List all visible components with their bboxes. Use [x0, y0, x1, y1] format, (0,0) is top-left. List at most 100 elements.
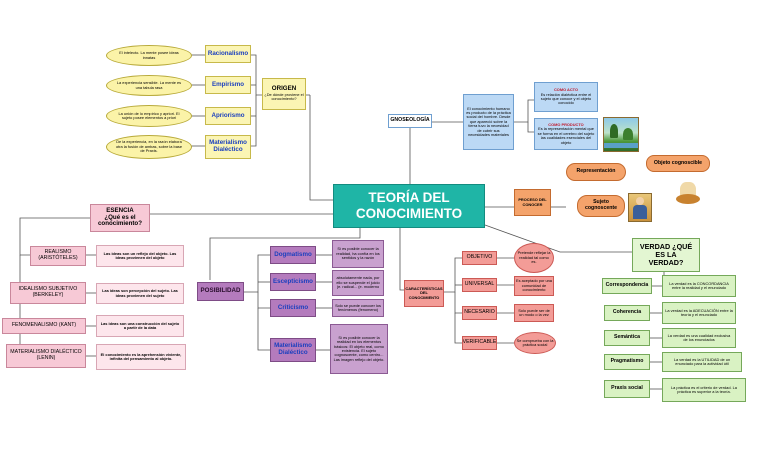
caracteristica-name: NECESARIO: [464, 309, 495, 316]
verdad-item-name: Semántica: [614, 334, 640, 341]
origen-label: ORIGEN: [271, 85, 297, 93]
landscape-image: [603, 117, 639, 152]
esencia-desc-realismo: Las ideas son un reflejo del objeto. Las…: [96, 245, 184, 267]
page-title: TEORÍA DEL CONOCIMIENTO: [355, 190, 463, 221]
verdad-item-name: Coherencia: [612, 309, 642, 316]
verdad-item-correspondencia: Correspondencia: [602, 278, 652, 294]
verdad-item-name: Correspondencia: [605, 282, 649, 289]
posibilidad-desc: absolutamente nada, por ello se suspende…: [336, 275, 380, 290]
proceso-node: PROCESO DEL CONOCER: [514, 189, 551, 216]
title-node: TEORÍA DEL CONOCIMIENTO: [333, 184, 485, 228]
como-acto-title: COMO ACTO: [554, 87, 578, 93]
esencia-label: ESENCIA: [106, 206, 134, 214]
origen-desc-empirismo: La experiencia sensible. La mente es una…: [106, 75, 192, 96]
posibilidad-desc: Sí es posible conocer la realidad en los…: [333, 334, 385, 362]
origen-question: ¿De dónde proviene el conocimiento?: [264, 92, 304, 102]
object-image: [672, 178, 702, 208]
posibilidad-item-criticismo: Criticismo: [270, 299, 316, 317]
origen-branch-apriorismo: Apriorismo: [205, 107, 251, 125]
origen-desc: La experiencia sensible. La mente es una…: [116, 80, 182, 90]
caracteristica-desc-verificable: Se comprueba con la práctica social: [514, 332, 556, 354]
caracteristica-desc-universal: Es aceptado por una comunidad de conocim…: [514, 276, 554, 296]
esencia-item-name: IDEALISMO SUBJETIVO (BERKELEY): [18, 286, 78, 298]
gnoseologia-label: GNOSEOLOGÍA: [390, 117, 430, 124]
esencia-desc-fenomenalismo: Las ideas son una construcción del sujet…: [96, 315, 184, 337]
posibilidad-item-dogmatismo: Dogmatismo: [270, 246, 316, 264]
objeto-label: Objeto cognoscible: [653, 159, 703, 166]
posibilidad-desc: Solo se puede conocer los fenómenos (fen…: [335, 302, 381, 312]
verdad-item-praxis: Praxis social: [604, 380, 650, 398]
esencia-item-name: FENOMENALISMO (KANT): [11, 322, 77, 329]
caracteristica-item-universal: UNIVERSAL: [462, 278, 497, 292]
origen-desc: La unión de lo empírico y apriori. El su…: [118, 110, 180, 120]
posibilidad-desc-criticismo: Solo se puede conocer los fenómenos (fen…: [332, 299, 384, 317]
posibilidad-node: POSIBILIDAD: [197, 282, 244, 301]
posibilidad-label: POSIBILIDAD: [200, 287, 241, 295]
gnoseologia-node: GNOSEOLOGÍA: [388, 114, 432, 128]
esencia-item-fenomenalismo: FENOMENALISMO (KANT): [2, 318, 86, 334]
verdad-title: VERDAD ¿QUÉ ES LA VERDAD?: [639, 241, 693, 268]
verdad-desc-pragmatismo: La verdad es la UTILIDAD de un enunciado…: [662, 352, 742, 372]
proceso-label: PROCESO DEL CONOCER: [518, 197, 547, 207]
caracteristica-desc: Es aceptado por una comunidad de conocim…: [516, 278, 552, 293]
como-acto-node: COMO ACTO Es relación dialéctica entre e…: [534, 82, 598, 112]
esencia-desc: Las ideas son un reflejo del objeto. Las…: [103, 250, 177, 260]
objeto-node: Objeto cognoscible: [646, 155, 710, 172]
origen-branch-racionalismo: Racionalismo: [205, 45, 251, 63]
origen-desc: El intelecto. La mente posee ideas innat…: [119, 50, 179, 60]
person-image: [628, 193, 652, 222]
esencia-question: ¿Qué es el conocimiento?: [97, 213, 142, 228]
esencia-item-name: MATERIALISMO DIALÉCTICO (LENIN): [10, 349, 82, 361]
posibilidad-desc-materialismo: Sí es posible conocer la realidad en los…: [330, 324, 388, 374]
verdad-item-name: Praxis social: [611, 385, 643, 392]
caracteristica-item-necesario: NECESARIO: [462, 306, 497, 320]
origen-branch-empirismo: Empirismo: [205, 76, 251, 94]
como-producto-node: COMO PRODUCTO Es la representación menta…: [534, 118, 598, 150]
caracteristica-name: VERIFICABLE: [462, 339, 497, 346]
posibilidad-item-escepticismo: Escepticismo: [270, 273, 316, 291]
caracteristica-desc-objetivo: Pretende reflejar la realidad tal como e…: [514, 243, 554, 273]
esencia-desc-materialismo: El conocimiento es la aprehensión vivien…: [96, 344, 186, 370]
origen-branch-name: Materialismo Dialéctico: [209, 139, 247, 153]
verdad-desc: La verdad es la CONCORDANCIA entre la re…: [669, 280, 729, 290]
posibilidad-item-name: Escepticismo: [273, 277, 313, 285]
verdad-desc: La práctica es el criterio de verdad. La…: [671, 384, 737, 394]
posibilidad-desc: Sí es posible conocer la realidad, ha co…: [336, 246, 380, 261]
posibilidad-item-name: Criticismo: [277, 303, 309, 311]
origen-desc-racionalismo: El intelecto. La mente posee ideas innat…: [106, 45, 192, 66]
verdad-item-pragmatismo: Pragmatismo: [604, 354, 650, 370]
verdad-desc: La verdad es una cualidad exclusiva de l…: [667, 332, 731, 342]
origen-desc-apriorismo: La unión de lo empírico y apriori. El su…: [106, 105, 192, 127]
caracteristica-name: UNIVERSAL: [464, 281, 495, 288]
origen-branch-name: Racionalismo: [207, 49, 249, 57]
representacion-label: Representación: [576, 168, 616, 175]
representacion-node: Representación: [566, 163, 626, 181]
esencia-item-name: REALISMO (ARISTÓTELES): [38, 249, 78, 261]
como-producto-desc: Es la representación mental que se forma…: [537, 126, 595, 145]
verdad-desc: La verdad es la ADECUACIÓN entre la teor…: [665, 307, 733, 317]
verdad-item-coherencia: Coherencia: [604, 305, 650, 321]
origen-branch-materialismo: Materialismo Dialéctico: [205, 135, 251, 159]
verdad-desc-semantica: La verdad es una cualidad exclusiva de l…: [662, 328, 736, 348]
esencia-desc-idealismo: Las ideas son percepción del sujeto. Las…: [96, 283, 184, 304]
posibilidad-item-name: Materialismo Dialéctico: [274, 342, 312, 356]
esencia-item-idealismo: IDEALISMO SUBJETIVO (BERKELEY): [10, 282, 86, 304]
verdad-desc-praxis: La práctica es el criterio de verdad. La…: [662, 378, 746, 402]
caracteristica-item-objetivo: OBJETIVO: [462, 251, 497, 265]
posibilidad-desc-dogmatismo: Sí es posible conocer la realidad, ha co…: [332, 240, 384, 268]
gnoseologia-desc-text: El conocimiento humano es producto de la…: [466, 105, 511, 137]
verdad-item-name: Pragmatismo: [610, 358, 644, 365]
caracteristica-item-verificable: VERIFICABLE: [462, 336, 497, 350]
verdad-desc: La verdad es la UTILIDAD de un enunciado…: [673, 356, 731, 366]
caracteristicas-label: CARACTERÍSTICAS DEL CONOCIMIENTO: [405, 285, 443, 300]
caracteristica-name: OBJETIVO: [466, 254, 493, 261]
posibilidad-item-materialismo: Materialismo Dialéctico: [270, 338, 316, 362]
verdad-title-node: VERDAD ¿QUÉ ES LA VERDAD?: [632, 238, 700, 272]
caracteristica-desc: Se comprueba con la práctica social: [516, 337, 554, 347]
esencia-item-materialismo: MATERIALISMO DIALÉCTICO (LENIN): [6, 344, 86, 368]
origen-desc-materialismo: De la experiencia, en la razón elabora o…: [106, 135, 192, 159]
sujeto-node: Sujeto cognoscente: [577, 195, 625, 217]
gnoseologia-desc: El conocimiento humano es producto de la…: [463, 94, 514, 150]
origen-branch-name: Empirismo: [212, 80, 244, 88]
